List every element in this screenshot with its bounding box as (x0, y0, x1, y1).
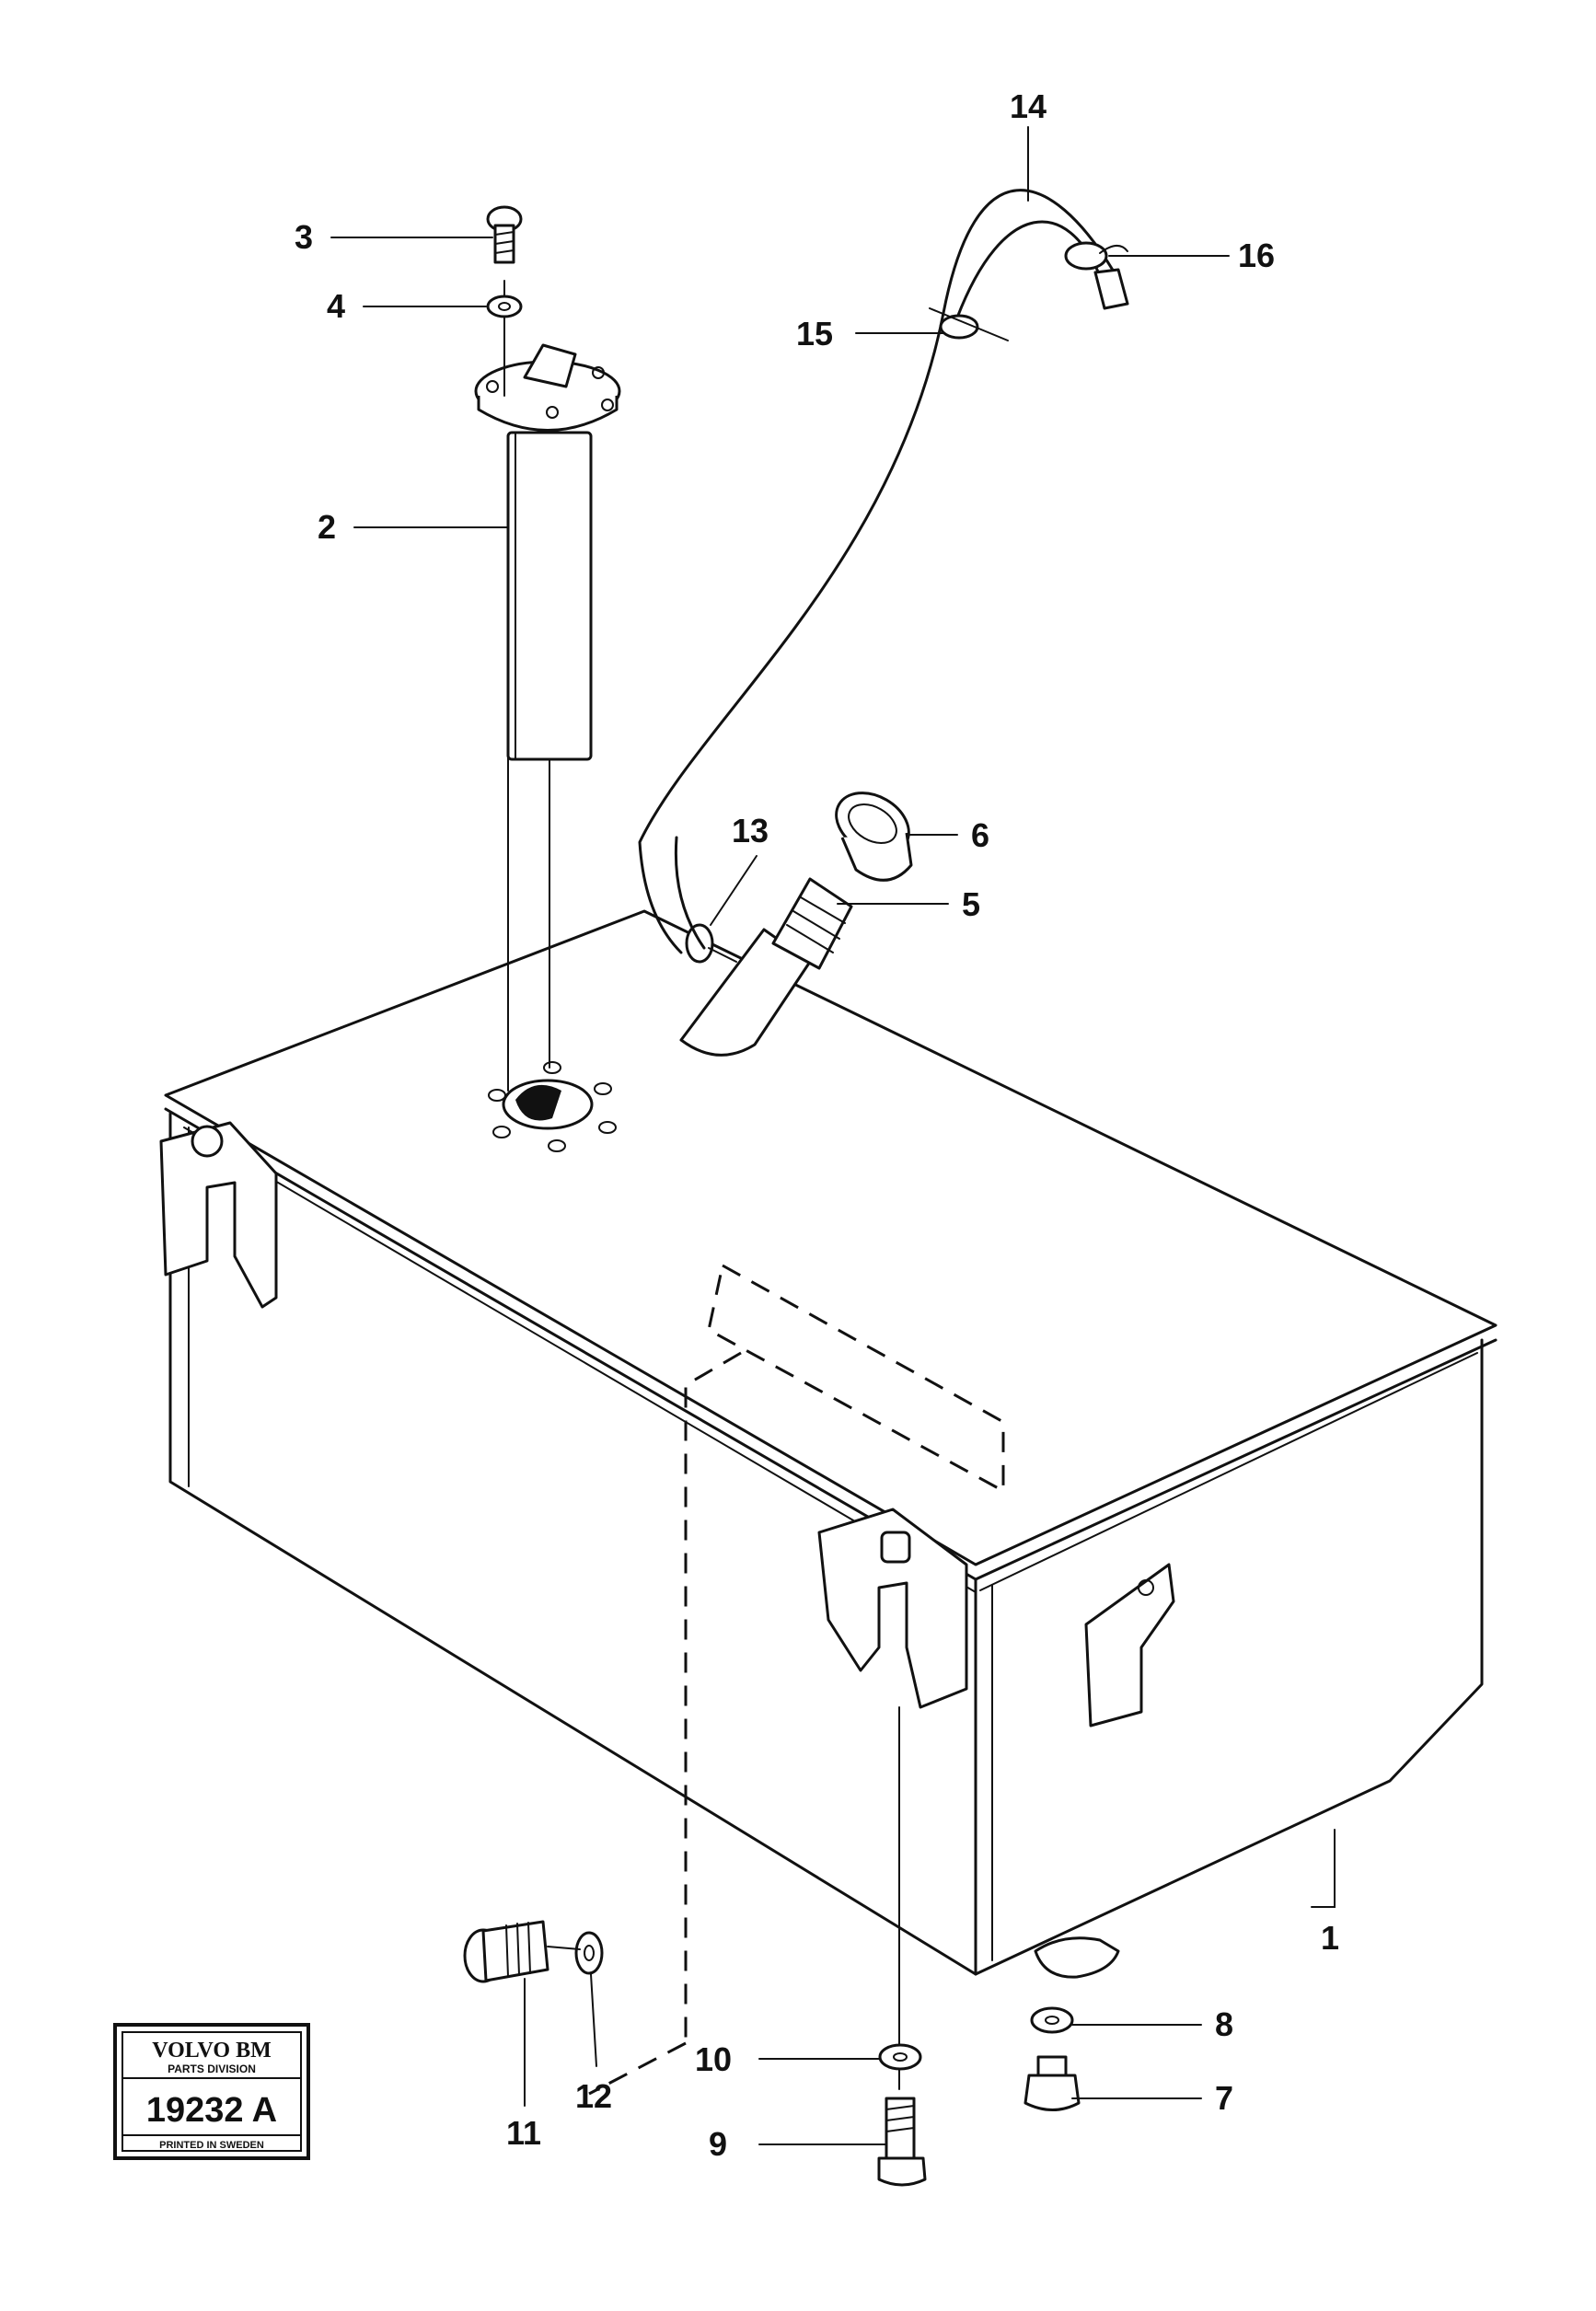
bracket-bolt (877, 2097, 927, 2187)
callout-5: 5 (962, 885, 980, 923)
left-mounting-bracket (159, 1121, 278, 1309)
hose-clip-15 (929, 307, 1009, 341)
filler-cap (835, 792, 913, 882)
callout-9: 9 (709, 2125, 727, 2163)
callout-2: 2 (318, 508, 336, 546)
baffle-bolt-washer (574, 1931, 604, 1975)
stamp-division: PARTS DIVISION (168, 2063, 256, 2075)
internal-baffle-outline (707, 1263, 1005, 1494)
callout-10: 10 (695, 2040, 732, 2078)
callout-7: 7 (1215, 2079, 1233, 2117)
middle-mounting-bracket (817, 1508, 968, 1709)
volvo-bm-stamp: VOLVO BM PARTS DIVISION 19232 A PRINTED … (113, 2023, 310, 2160)
filler-neck (679, 877, 853, 1057)
callout-3: 3 (295, 218, 313, 256)
sender-mounting-holes (488, 1061, 617, 1152)
callout-12: 12 (575, 2077, 612, 2115)
breather-hose (638, 189, 1116, 954)
callout-4: 4 (327, 287, 345, 325)
callout-13: 13 (732, 812, 769, 849)
callout-14: 14 (1010, 87, 1047, 125)
stamp-drawing-number: 19232 A (146, 2091, 277, 2130)
baffle-bolt-path (684, 1351, 742, 2043)
fuel-level-sender (474, 343, 621, 761)
fuel-tank (164, 909, 1498, 1979)
callout-15: 15 (796, 315, 833, 352)
right-side-lug (1084, 1563, 1175, 1727)
hose-clip-16 (1064, 241, 1128, 271)
callout-labels: 1 2 3 4 5 6 7 8 9 10 11 12 13 14 15 16 (295, 87, 1339, 2163)
drain-plug (1024, 2055, 1081, 2111)
baffle-bolt (463, 1920, 549, 1983)
callout-16: 16 (1238, 237, 1275, 274)
bracket-washer (878, 2043, 922, 2071)
leader-lines (330, 126, 1336, 2145)
sender-screw (486, 205, 523, 264)
stamp-footer: PRINTED IN SWEDEN (159, 2140, 264, 2151)
callout-11: 11 (506, 2114, 541, 2152)
callout-6: 6 (971, 816, 989, 854)
drain-plug-washer (1030, 2006, 1074, 2034)
callout-8: 8 (1215, 2005, 1233, 2043)
callout-1: 1 (1321, 1919, 1339, 1957)
stamp-brand: VOLVO BM (152, 2039, 272, 2063)
sender-washer (486, 295, 523, 318)
